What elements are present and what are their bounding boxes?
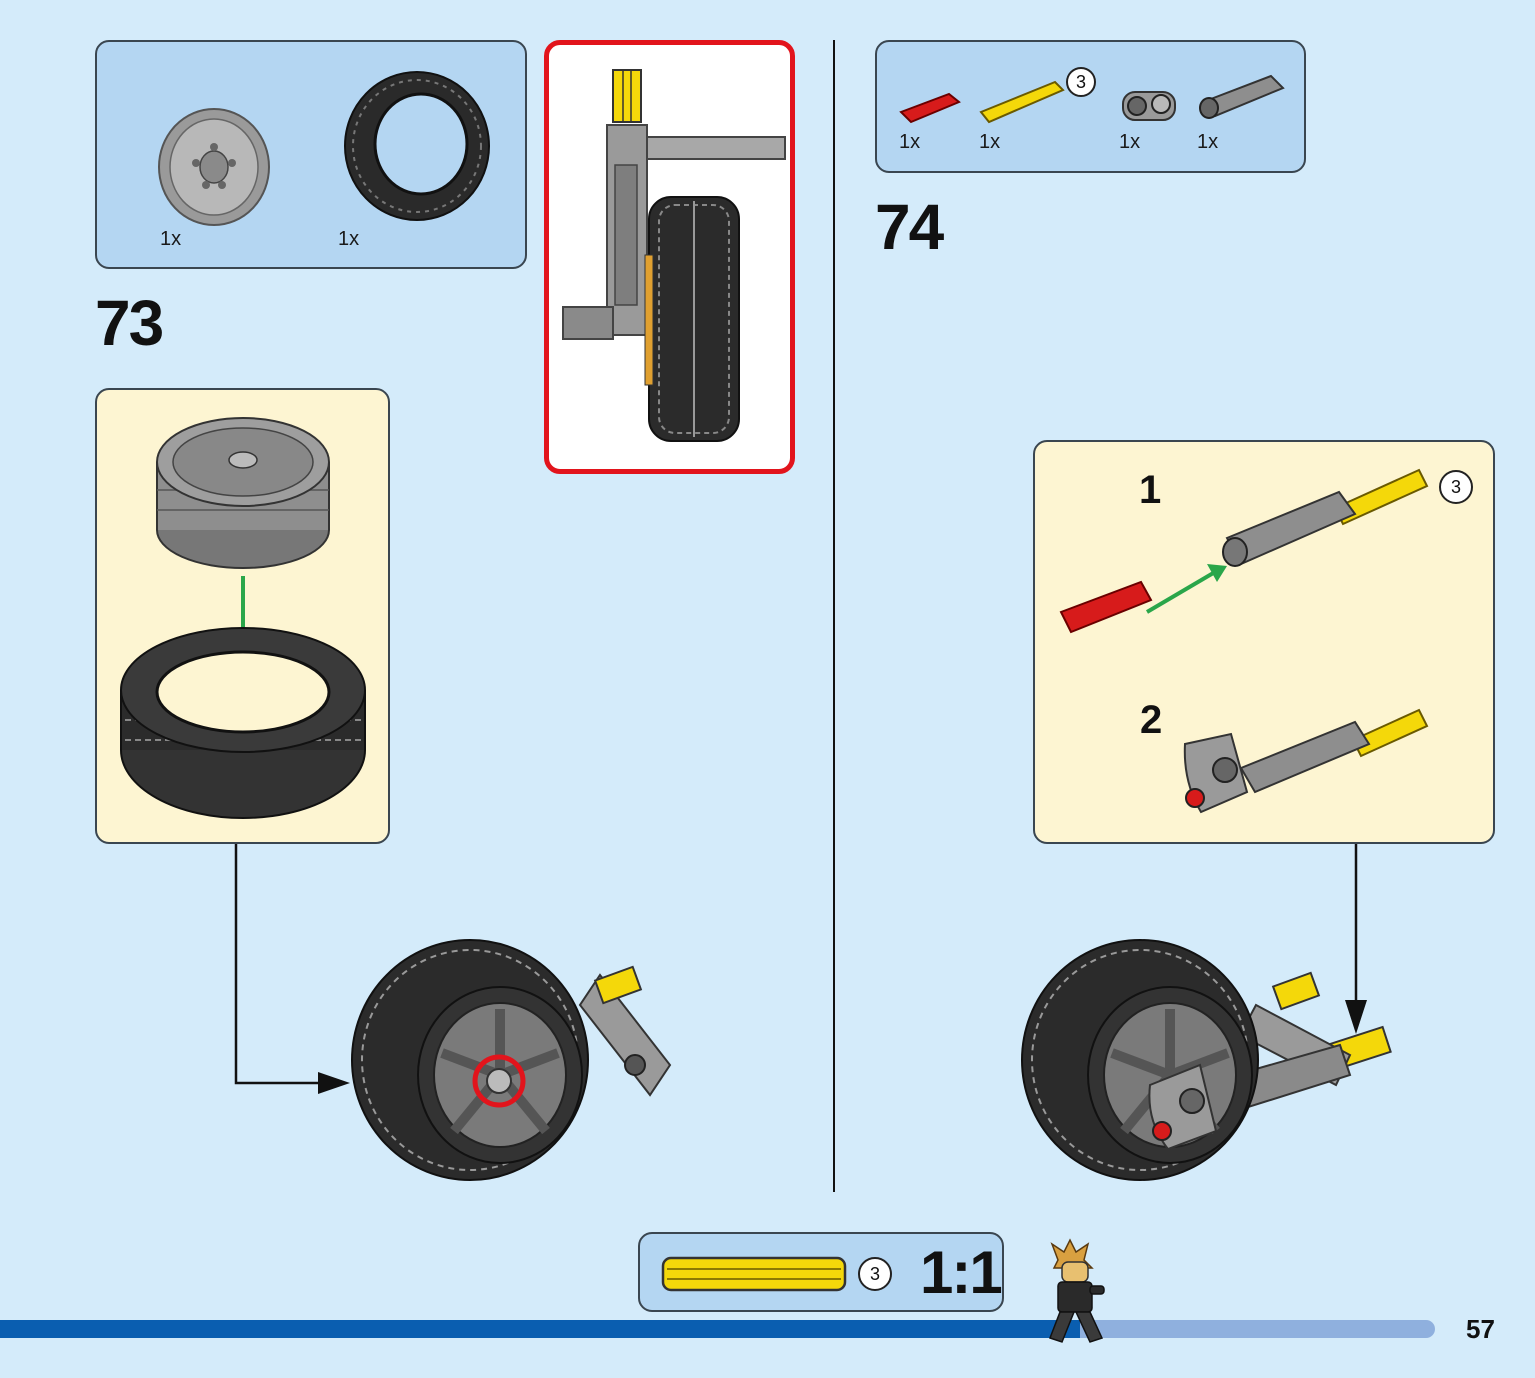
pin-connector-qty: 1x [1197, 131, 1219, 153]
step74-parts-box: 1x 3 1x 1x 1x [875, 40, 1306, 173]
yellow-axle-length: 3 [1066, 67, 1096, 97]
step73-subassembly-box [95, 388, 390, 844]
rim-qty: 1x [160, 228, 182, 250]
axle-pin-connector-part-image [1122, 91, 1176, 121]
red-connector-part-image [899, 92, 961, 124]
step74-number: 74 [875, 191, 944, 263]
axle-pin-connector-qty: 1x [1119, 131, 1141, 153]
tire-qty: 1x [338, 228, 360, 250]
rim-part-image [158, 108, 270, 226]
step73-parts-box: 1x 1x [95, 40, 527, 269]
tire-part-image [344, 71, 490, 221]
red-connector-qty: 1x [899, 131, 921, 153]
minifigure-icon [1049, 1238, 1105, 1343]
yellow-axle-ruler-image [661, 1256, 847, 1292]
substep-2-image [1183, 708, 1429, 814]
step-divider [833, 40, 835, 1192]
step73-subassembly-image [120, 417, 366, 819]
progress-bar-fill [0, 1320, 1080, 1338]
substep-2-number: 2 [1140, 698, 1163, 742]
substep-1-number: 1 [1139, 468, 1162, 512]
step74-result-image [1021, 939, 1392, 1181]
detail-callout [544, 40, 795, 474]
step74-subassembly-box: 1 3 2 [1033, 440, 1495, 844]
yellow-axle-part-image [979, 80, 1065, 124]
page-number: 57 [1466, 1314, 1495, 1344]
ruler-axle-length: 3 [858, 1257, 892, 1291]
substep-1-axle-length: 3 [1439, 470, 1473, 504]
step73-result-image [351, 939, 672, 1181]
step73-number: 73 [95, 287, 164, 359]
progress-bar-track [1060, 1320, 1435, 1338]
pin-connector-part-image [1199, 74, 1285, 119]
substep-1-image [1059, 468, 1429, 634]
yellow-axle-qty: 1x [979, 131, 1001, 153]
callout-assembly-image [562, 69, 786, 442]
scale-ruler-box: 3 1:1 [638, 1232, 1004, 1312]
scale-label: 1:1 [920, 1239, 1003, 1306]
